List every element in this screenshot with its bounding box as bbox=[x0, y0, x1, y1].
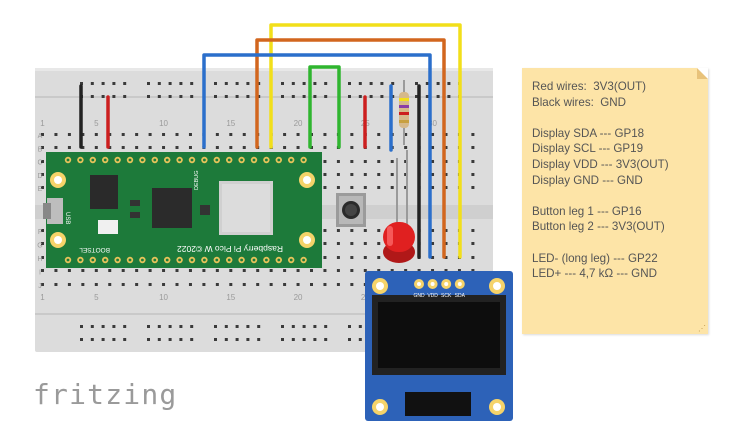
column-number: 20 bbox=[294, 293, 303, 302]
pico-board: USB BOOTSEL DEBUG Raspberry Pi Pico W ©2… bbox=[43, 152, 322, 268]
row-letter: B bbox=[38, 146, 43, 153]
note-line: Button leg 1 --- GP16 bbox=[532, 204, 642, 218]
wire-yellow bbox=[269, 23, 462, 259]
led bbox=[383, 150, 415, 263]
note-line: Display SDA --- GP18 bbox=[532, 126, 645, 140]
column-number: 15 bbox=[226, 293, 235, 302]
row-letter: D bbox=[37, 173, 42, 180]
column-number: 1 bbox=[40, 293, 45, 302]
resize-grip-icon[interactable]: ⋰ bbox=[698, 324, 706, 333]
note-line: Display SCL --- GP19 bbox=[532, 142, 644, 156]
note-line: Button leg 2 --- 3V3(OUT) bbox=[532, 220, 665, 234]
note-line: Black wires: GND bbox=[532, 95, 627, 109]
jumper-wires bbox=[79, 23, 462, 259]
oled-pin-label: VDD bbox=[427, 293, 438, 299]
wire-blue bbox=[202, 53, 432, 259]
column-number: 5 bbox=[94, 293, 99, 302]
instruction-note: Red wires: 3V3(OUT) Black wires: GND Displ… bbox=[522, 68, 708, 334]
row-letter: E bbox=[38, 186, 43, 193]
note-spacer bbox=[532, 110, 669, 126]
note-text: Red wires: 3V3(OUT) Black wires: GND Displ… bbox=[532, 79, 669, 282]
column-number: 1 bbox=[40, 119, 45, 128]
column-number: 15 bbox=[226, 119, 235, 128]
row-letter: C bbox=[37, 160, 42, 167]
bootsel-label: BOOTSEL bbox=[79, 246, 110, 253]
pico-label: Raspberry Pi Pico W ©2022 bbox=[177, 244, 283, 254]
resistor bbox=[399, 80, 409, 145]
note-line: LED- (long leg) --- GP22 bbox=[532, 251, 658, 265]
oled-pin-label: SCK bbox=[441, 293, 452, 299]
wire-green bbox=[308, 65, 341, 149]
row-letter: I bbox=[39, 270, 41, 277]
wire-orange bbox=[255, 38, 446, 259]
column-number: 5 bbox=[94, 119, 99, 128]
note-line: Display VDD --- 3V3(OUT) bbox=[532, 157, 669, 171]
note-line: Red wires: 3V3(OUT) bbox=[532, 80, 647, 93]
note-line: Display GND --- GND bbox=[532, 173, 643, 187]
note-spacer bbox=[532, 188, 669, 204]
debug-label: DEBUG bbox=[194, 170, 200, 190]
fritzing-logo: fritzing bbox=[33, 378, 178, 411]
row-letter: A bbox=[38, 133, 43, 140]
note-line: LED+ --- 4,7 kΩ --- GND bbox=[532, 267, 657, 281]
column-number: 10 bbox=[159, 293, 168, 302]
oled-pin-label: GND bbox=[413, 293, 425, 299]
column-number: 30 bbox=[428, 119, 437, 128]
note-fold-corner bbox=[697, 68, 708, 79]
row-letter: F bbox=[38, 229, 42, 236]
row-letter: J bbox=[38, 283, 42, 290]
column-number: 10 bbox=[159, 119, 168, 128]
note-spacer bbox=[532, 235, 669, 251]
push-button bbox=[336, 193, 366, 227]
row-letter: G bbox=[37, 243, 42, 250]
column-number: 20 bbox=[294, 119, 303, 128]
oled-pin-label: SDA bbox=[455, 293, 466, 299]
usb-label: USB bbox=[64, 212, 70, 224]
row-letter: H bbox=[37, 256, 42, 263]
